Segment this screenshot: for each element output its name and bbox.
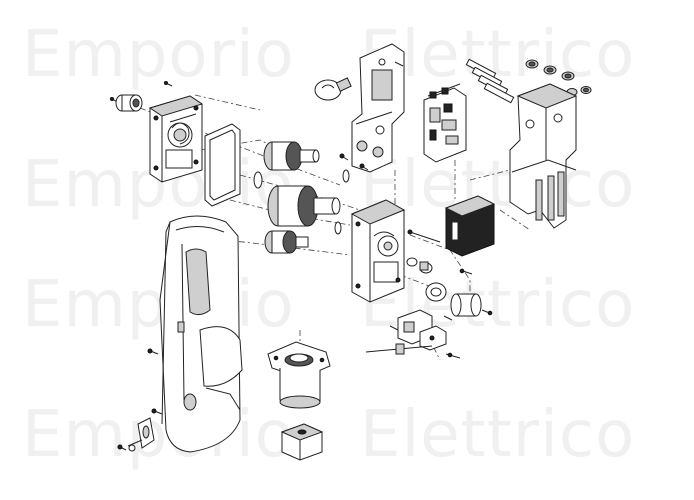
terminal-strips (465, 58, 515, 104)
flange-ring (425, 282, 447, 302)
limit-switch-assembly (389, 309, 453, 351)
watermark-emporio-3: Emporio (22, 268, 295, 342)
watermark-emporio-1: Emporio (22, 18, 295, 92)
main-cover (159, 215, 243, 453)
screw-top-left (163, 81, 173, 87)
connector-small (406, 257, 473, 275)
light-bulb (314, 77, 352, 101)
cover-screws (117, 348, 163, 451)
screws-bracket (339, 61, 404, 171)
cylinder-cap (450, 293, 493, 317)
bushing (115, 94, 143, 112)
rear-chassis (509, 83, 578, 229)
threaded-rod (365, 343, 461, 359)
watermark-elettrico-4: Elettrico (360, 398, 636, 472)
motor-base (280, 423, 324, 461)
watermark-emporio-4: Emporio (22, 398, 295, 472)
long-screw (407, 229, 441, 243)
gearbox-housing (148, 95, 204, 183)
gasket-frame (204, 123, 241, 207)
key-lock (127, 417, 155, 452)
watermark-elettrico-2: Elettrico (360, 148, 636, 222)
motor-body (279, 368, 321, 409)
motor-gearbox-block (350, 199, 406, 303)
gear-lower (264, 230, 309, 254)
washers (253, 169, 350, 235)
gear-upper (263, 141, 320, 171)
gear-middle (267, 185, 341, 227)
grommets (525, 59, 592, 96)
transformer (444, 195, 496, 257)
circuit-board (423, 83, 467, 163)
control-bracket-plate (351, 43, 405, 173)
